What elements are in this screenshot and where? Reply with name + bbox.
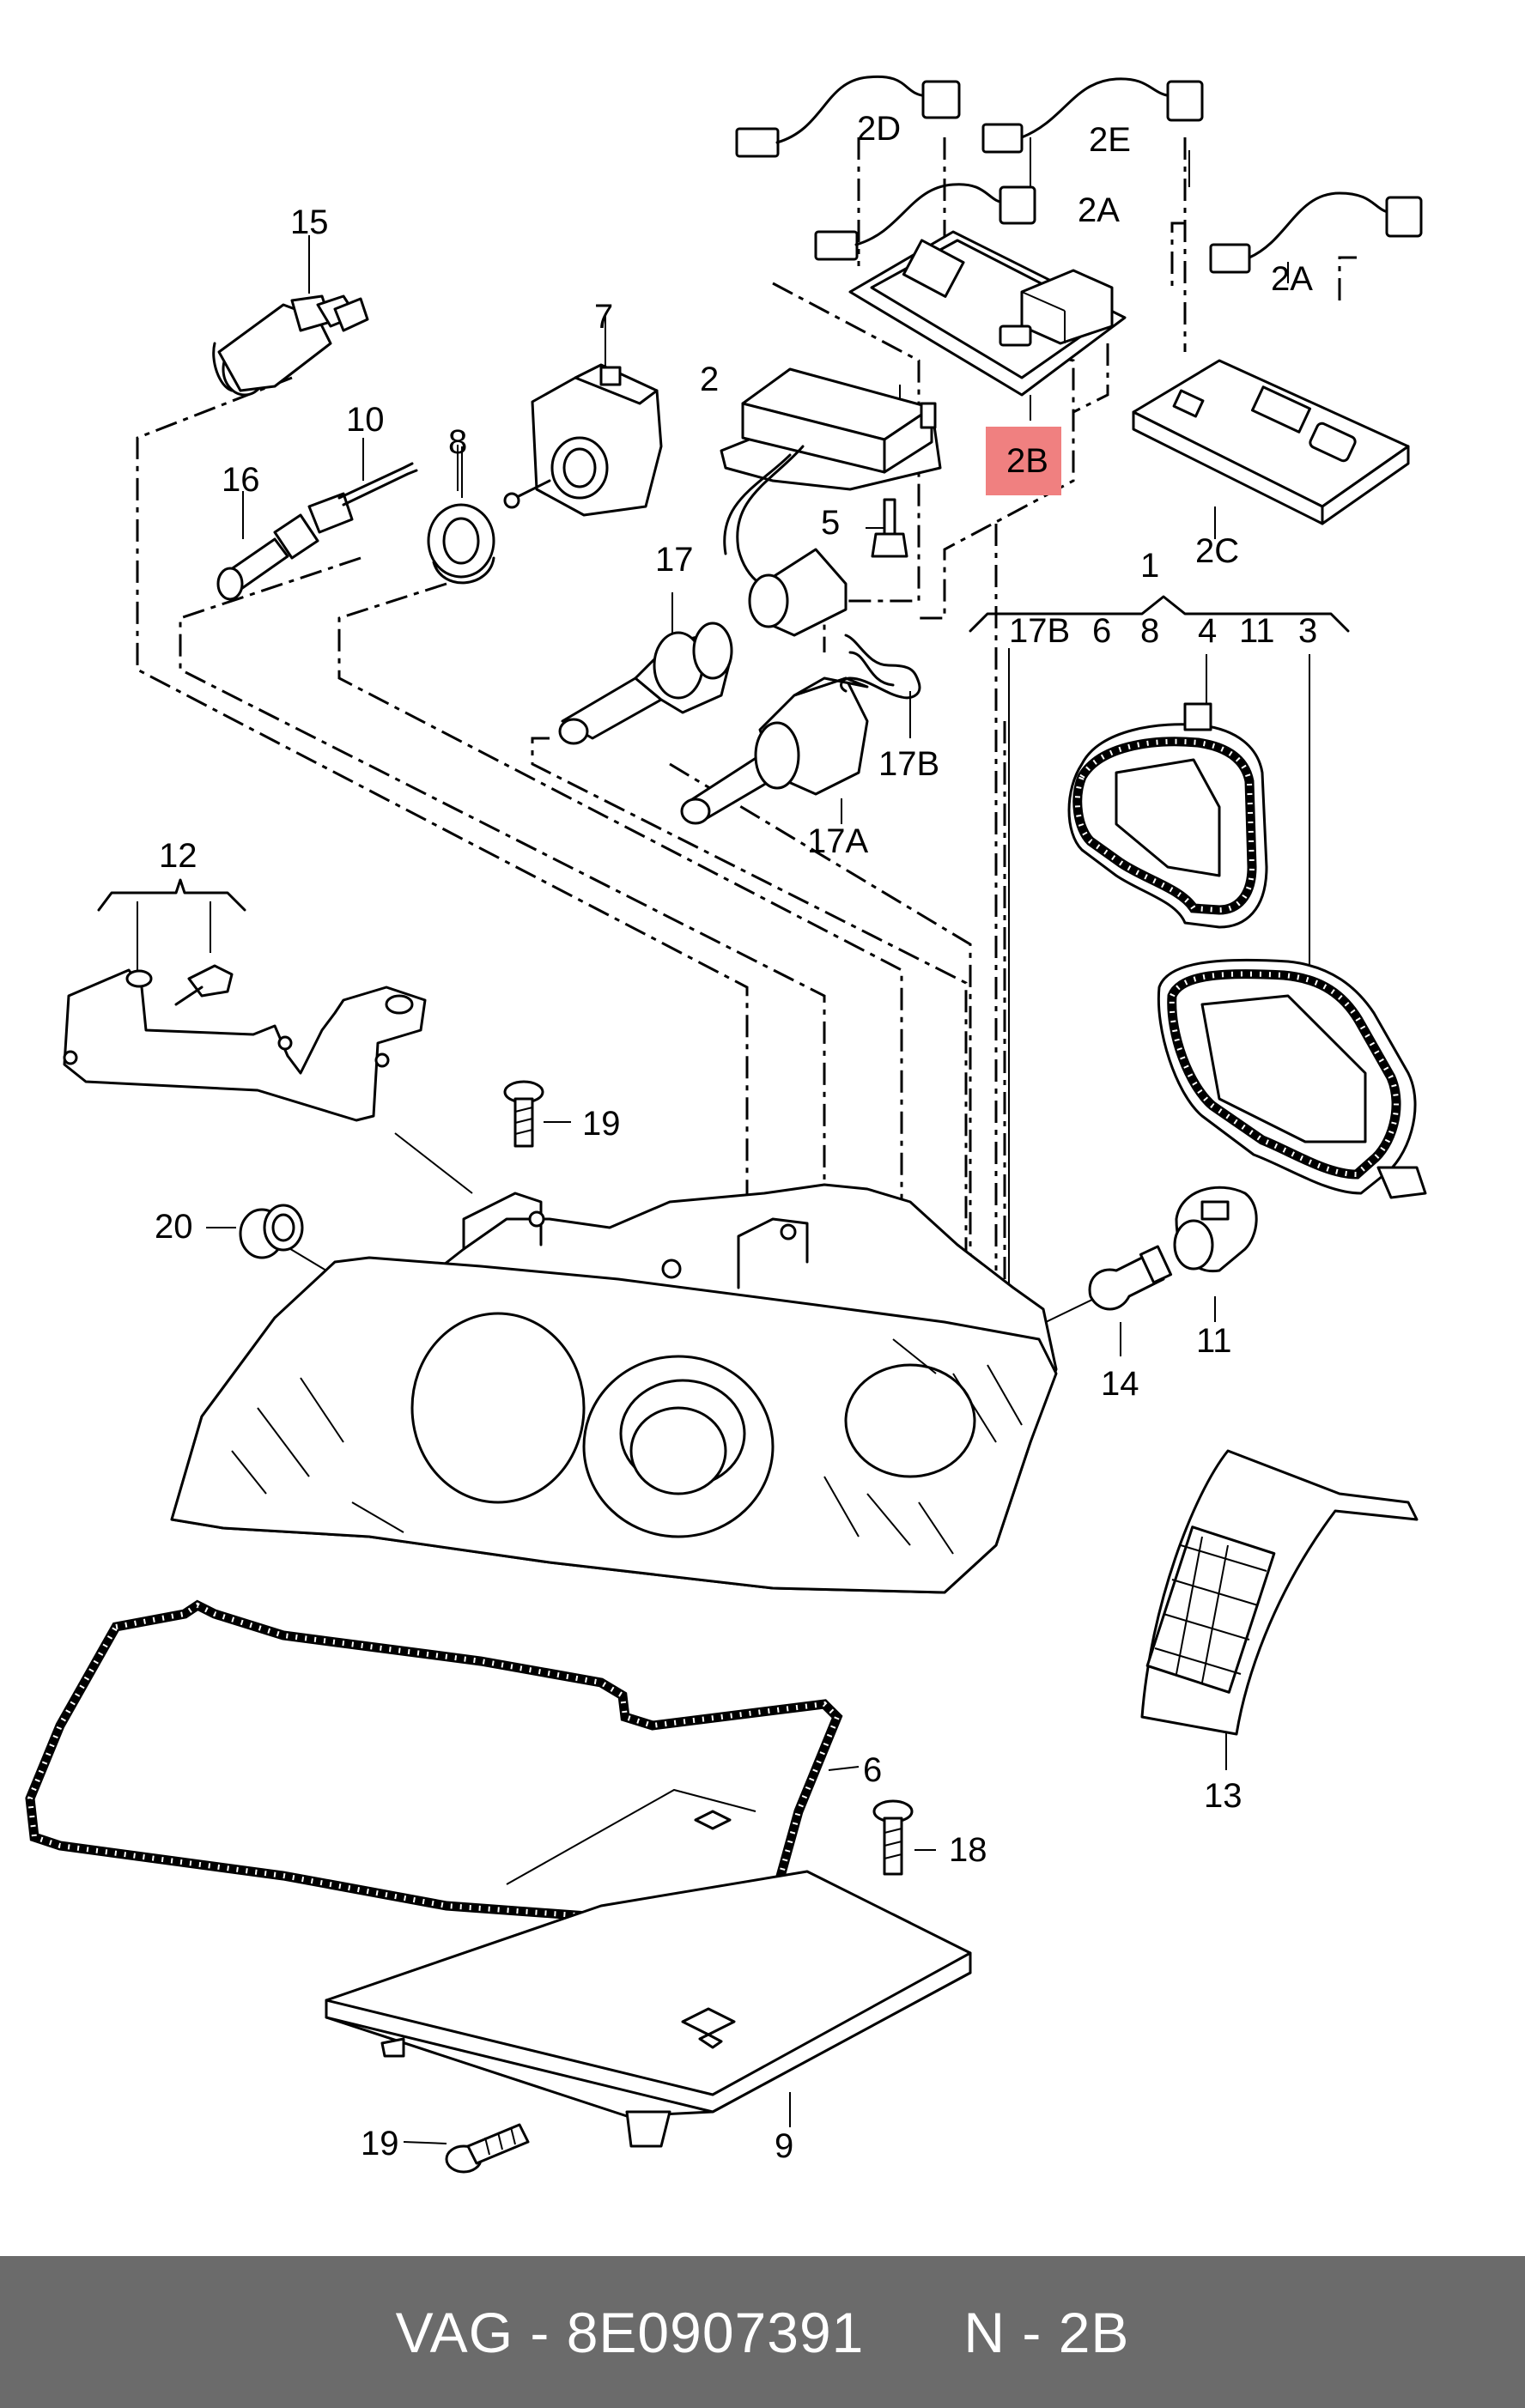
label-18: 18 [949,1831,987,1869]
harness-2a-top [814,183,1036,261]
label-6-top: 6 [1092,612,1111,650]
headlight-housing [170,1183,1058,1594]
assembly-lines [136,137,1357,1288]
bulb-17 [558,622,733,745]
grille-13 [1140,1449,1419,1736]
label-3: 3 [1298,612,1317,650]
harness-2e [981,77,1204,154]
screw-19-bottom [445,2123,530,2174]
label-2d: 2D [857,110,901,148]
label-19-top: 19 [582,1105,621,1143]
ballast-2b [848,230,1127,397]
harness-2d [735,75,961,158]
ignitor-2 [720,367,942,637]
label-1: 1 [1140,547,1159,585]
seal-8 [427,503,495,585]
label-14: 14 [1101,1365,1139,1403]
highlight-box-2b [986,427,1061,495]
label-2c: 2C [1195,532,1239,570]
cover-9 [325,1870,972,2148]
bulb-17a [680,676,869,825]
seal-4 [1067,702,1268,929]
clip-17b [840,634,921,700]
label-4: 4 [1198,612,1217,650]
part-number-footer: VAG - 8E0907391 N - 2B [0,2256,1525,2408]
bracket-12-part [63,964,427,1122]
label-2a-right: 2A [1271,260,1313,298]
label-12: 12 [159,837,197,875]
bracket-12 [97,878,246,970]
motor-7 [503,363,663,517]
footer-text: VAG - 8E0907391 N - 2B [395,2300,1130,2364]
label-13: 13 [1204,1777,1242,1815]
label-17: 17 [655,541,694,579]
bulb-14 [1088,1245,1173,1311]
bulb-15 [212,294,369,397]
socket-10 [307,462,418,534]
gasket-6 [25,1599,843,1924]
grille-mesh [1154,1536,1267,1683]
screw-5 [871,498,908,558]
label-17a: 17A [807,822,868,860]
lens-hatching [231,1338,1023,1555]
label-7: 7 [594,298,613,336]
label-8: 8 [448,423,467,461]
ballast-2c [1132,359,1410,525]
grommet-20 [239,1204,304,1259]
holder-11 [1173,1186,1258,1273]
callout-labels: 15 7 2 10 8 16 5 17 17B 17A 2D 2E 2A 2A … [155,110,1317,2165]
label-17b-top: 17B [1009,612,1070,650]
label-11: 11 [1196,1322,1232,1360]
label-2b: 2B [1006,442,1048,480]
screw-19-top [503,1080,544,1148]
label-2e: 2E [1089,121,1131,159]
label-17b: 17B [878,745,939,783]
label-16: 16 [222,461,260,499]
bracket-1 [969,595,1350,1296]
label-2: 2 [700,361,719,398]
parts-diagram: 15 7 2 10 8 16 5 17 17B 17A 2D 2E 2A 2A … [25,75,1427,2174]
frame-3 [1157,958,1427,1199]
label-6: 6 [863,1751,882,1789]
label-11-top: 11 [1239,612,1275,650]
label-8-top: 8 [1140,612,1159,650]
label-19-bottom: 19 [361,2125,399,2162]
harness-2a-right [1209,191,1423,274]
label-15: 15 [290,203,329,241]
label-9: 9 [775,2127,793,2165]
label-10: 10 [346,401,385,439]
label-20: 20 [155,1208,193,1246]
label-5: 5 [821,504,840,542]
bulb-16 [216,513,319,601]
label-2a-top: 2A [1078,191,1120,229]
